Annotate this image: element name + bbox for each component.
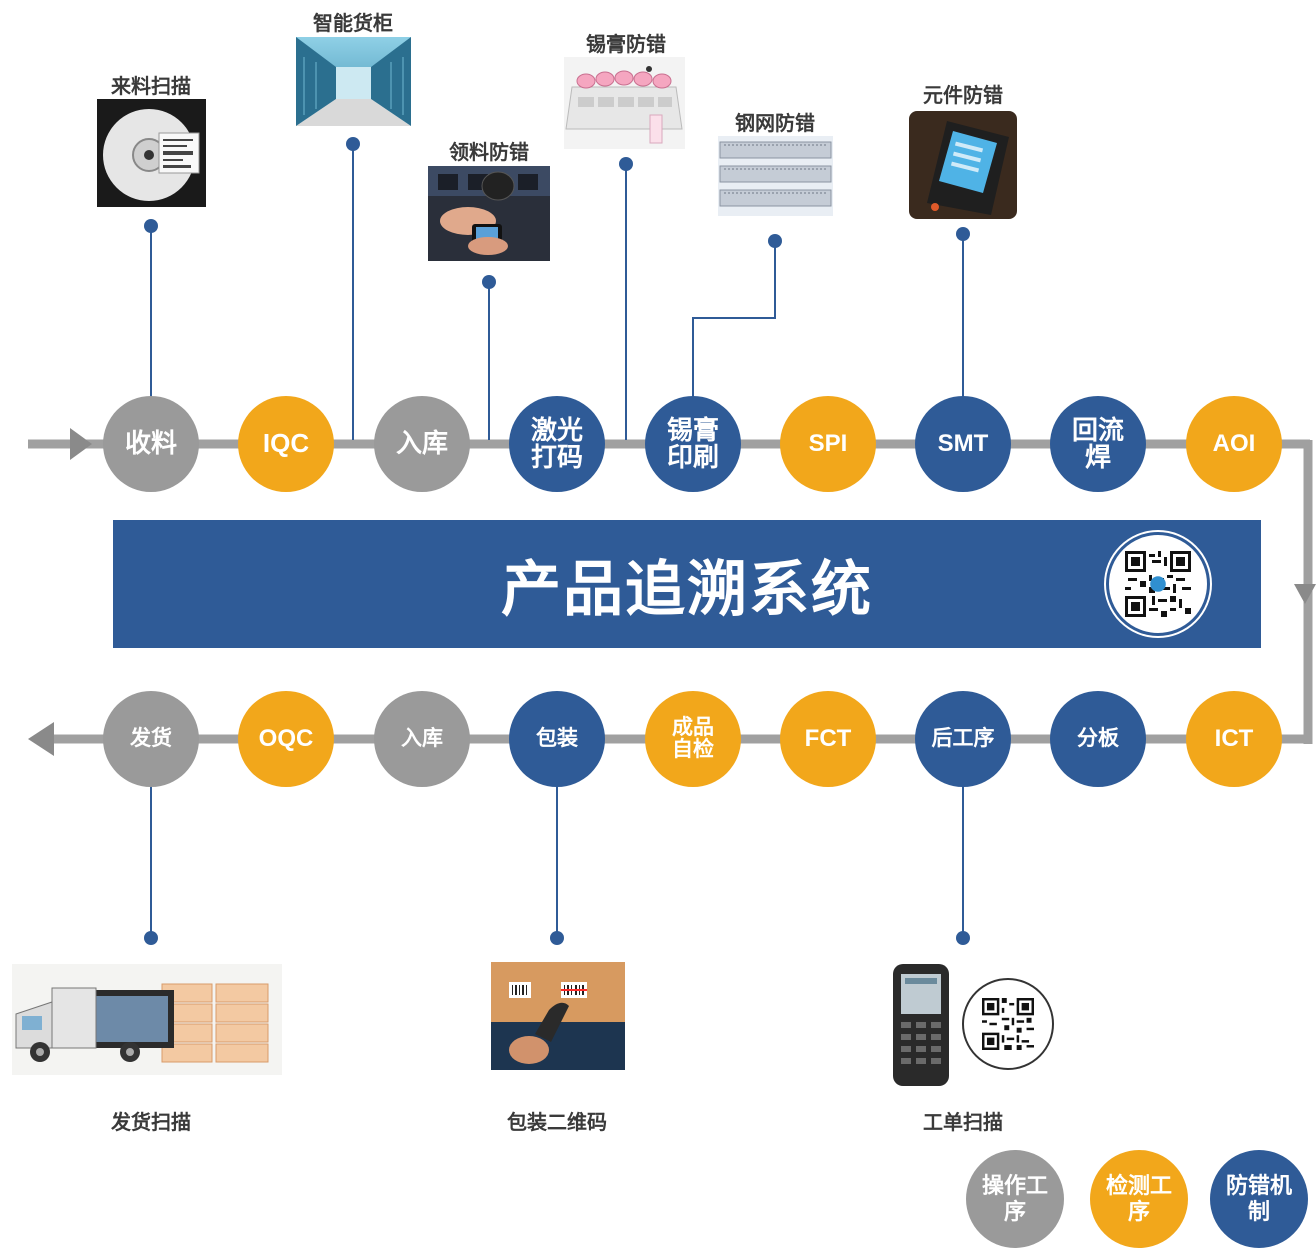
callout-dot bbox=[346, 137, 360, 151]
label-paste-check: 锡膏防错 bbox=[586, 34, 666, 56]
callout-dot bbox=[956, 227, 970, 241]
smart-cabinet-photo bbox=[296, 37, 411, 126]
callout-dot bbox=[619, 157, 633, 171]
label-picking-check: 领料防错 bbox=[449, 142, 529, 164]
package-photo bbox=[491, 962, 625, 1070]
node-laser-marking: 激光打码 bbox=[509, 396, 605, 492]
down-arrow-icon bbox=[1294, 584, 1316, 604]
qr-code-icon bbox=[1106, 532, 1210, 636]
legend-inspection: 检测工序 bbox=[1090, 1150, 1188, 1248]
callout-dot bbox=[768, 234, 782, 248]
truck-photo bbox=[12, 964, 282, 1075]
label-smart-cabinet: 智能货柜 bbox=[313, 13, 393, 35]
callout-dot bbox=[482, 275, 496, 289]
node-oqc: OQC bbox=[238, 691, 334, 787]
callout-dot bbox=[956, 931, 970, 945]
label-order-scan: 工单扫描 bbox=[923, 1112, 1003, 1134]
stencil-photo bbox=[718, 136, 833, 216]
node-aoi: AOI bbox=[1186, 396, 1282, 492]
node-ict: ICT bbox=[1186, 691, 1282, 787]
node-paste-printing: 锡膏印刷 bbox=[645, 396, 741, 492]
label-incoming-scan: 来料扫描 bbox=[111, 76, 191, 98]
node-post-process: 后工序 bbox=[915, 691, 1011, 787]
callout-dot bbox=[144, 219, 158, 233]
node-spi: SPI bbox=[780, 396, 876, 492]
picking-photo bbox=[428, 166, 550, 261]
node-shipping: 发货 bbox=[103, 691, 199, 787]
node-receiving: 收料 bbox=[103, 396, 199, 492]
end-arrow-icon bbox=[28, 722, 54, 756]
callout-dot bbox=[550, 931, 564, 945]
reel-photo bbox=[97, 99, 206, 207]
solder-paste-photo bbox=[564, 57, 685, 149]
page-title: 产品追溯系统 bbox=[501, 555, 873, 623]
node-iqc: IQC bbox=[238, 396, 334, 492]
terminal-photo bbox=[889, 964, 953, 1088]
label-shipping-scan: 发货扫描 bbox=[111, 1112, 191, 1134]
node-fct: FCT bbox=[780, 691, 876, 787]
node-packaging: 包装 bbox=[509, 691, 605, 787]
node-reflow: 回流焊 bbox=[1050, 396, 1146, 492]
start-arrow-icon bbox=[70, 428, 92, 460]
node-warehouse-in-final: 入库 bbox=[374, 691, 470, 787]
callout-dot bbox=[144, 931, 158, 945]
node-warehouse-in: 入库 bbox=[374, 396, 470, 492]
qr-code-icon bbox=[962, 978, 1054, 1070]
label-package-qr: 包装二维码 bbox=[507, 1112, 607, 1134]
title-banner: 产品追溯系统 bbox=[113, 520, 1261, 648]
node-board-split: 分板 bbox=[1050, 691, 1146, 787]
node-smt: SMT bbox=[915, 396, 1011, 492]
legend-error-proof: 防错机制 bbox=[1210, 1150, 1308, 1248]
node-self-inspection: 成品自检 bbox=[645, 691, 741, 787]
label-component-check: 元件防错 bbox=[923, 85, 1003, 107]
handheld-photo bbox=[909, 111, 1017, 219]
label-stencil-check: 钢网防错 bbox=[735, 113, 815, 135]
legend-operation: 操作工序 bbox=[966, 1150, 1064, 1248]
